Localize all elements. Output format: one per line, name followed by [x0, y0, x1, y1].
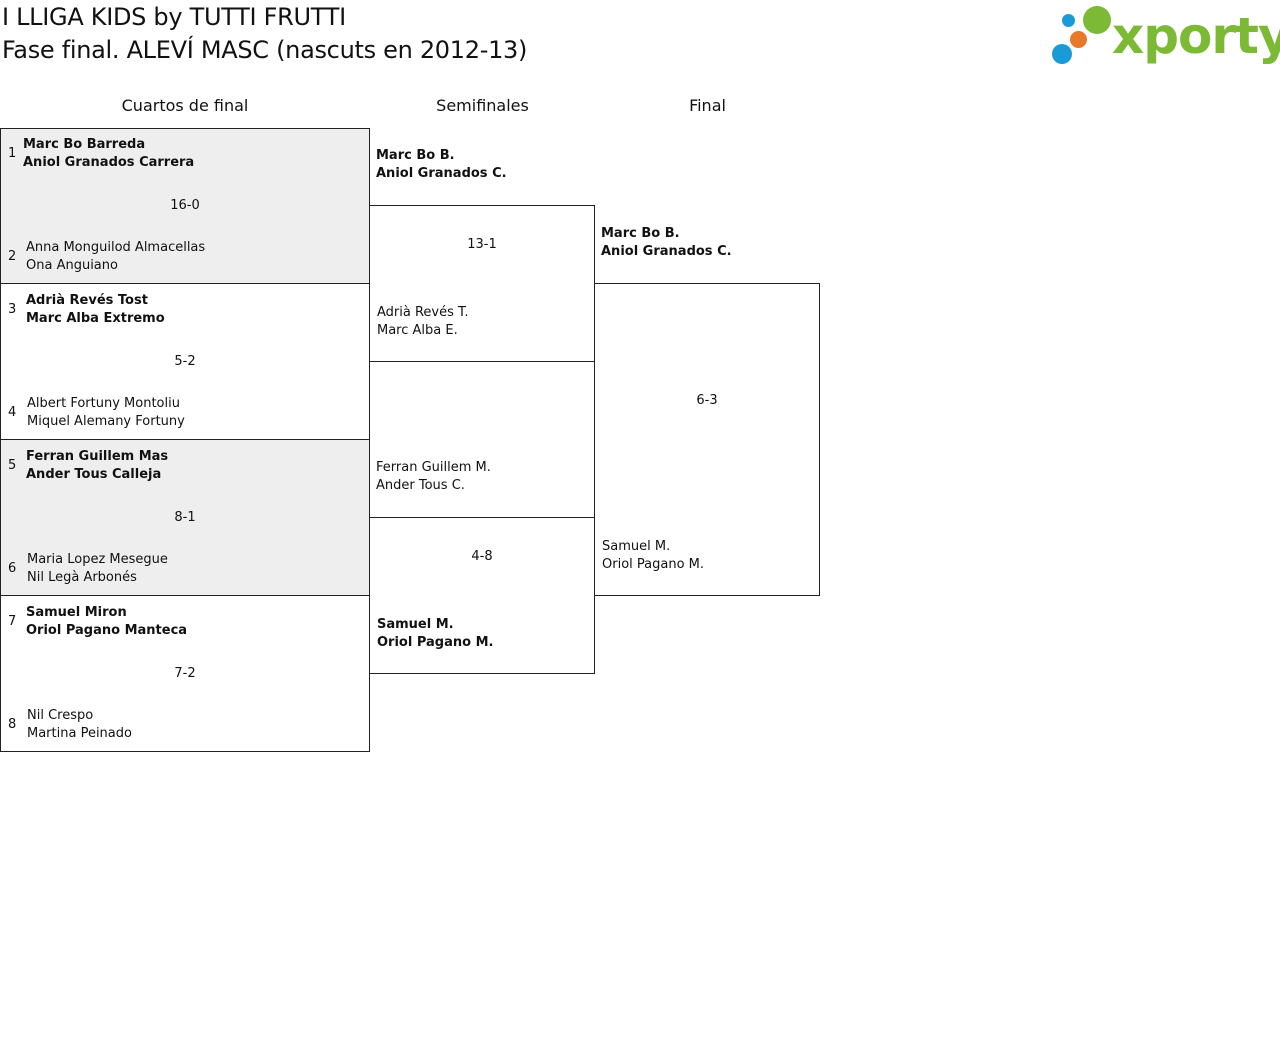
team-name: Adrià Revés T.	[377, 305, 469, 320]
team-name: Oriol Pagano M.	[602, 557, 705, 572]
team-name: Ferran Guillem M.	[376, 460, 491, 475]
semifinal-match-2: 4-8 Samuel M. Oriol Pagano M.	[369, 517, 595, 674]
match-score: 16-0	[170, 198, 200, 213]
team-name: Marc Alba Extremo	[26, 311, 165, 326]
team-name: Aniol Granados C.	[601, 244, 732, 259]
seed-number: 4	[8, 405, 17, 420]
team-name: Martina Peinado	[27, 726, 132, 741]
semifinal-match-1: 13-1 Adrià Revés T. Marc Alba E.	[369, 205, 595, 362]
team-name: Aniol Granados Carrera	[23, 155, 195, 170]
team-name: Marc Bo B.	[376, 148, 455, 163]
quarterfinal-match-3: 5 Ferran Guillem Mas Ander Tous Calleja …	[0, 439, 370, 596]
quarterfinal-match-4: 7 Samuel Miron Oriol Pagano Manteca 7-2 …	[0, 595, 370, 752]
page-title: I LLIGA KIDS by TUTTI FRUTTI	[2, 3, 346, 31]
round-heading-final: Final	[689, 96, 726, 115]
final-match: 6-3 Samuel M. Oriol Pagano M.	[594, 283, 820, 596]
team-name: Marc Alba E.	[377, 323, 458, 338]
seed-number: 1	[8, 146, 17, 161]
round-heading-semifinals: Semifinales	[436, 96, 529, 115]
seed-number: 2	[8, 249, 17, 264]
team-name: Ferran Guillem Mas	[26, 449, 169, 464]
match-score: 6-3	[696, 393, 718, 408]
seed-number: 7	[8, 614, 17, 629]
logo-text: xporty	[1112, 7, 1280, 65]
seed-number: 6	[8, 561, 17, 576]
team-name: Miquel Alemany Fortuny	[27, 414, 185, 429]
seed-number: 5	[8, 458, 17, 473]
quarterfinal-match-1: 1 Marc Bo Barreda Aniol Granados Carrera…	[0, 128, 370, 284]
xporty-logo: xporty	[1050, 4, 1280, 68]
logo-dot-orange-icon	[1070, 31, 1087, 48]
logo-dot-blue-large-icon	[1052, 44, 1072, 64]
team-name: Aniol Granados C.	[376, 166, 507, 181]
team-name: Marc Bo Barreda	[23, 137, 146, 152]
team-name: Albert Fortuny Montoliu	[27, 396, 180, 411]
team-name: Samuel Miron	[26, 605, 127, 620]
team-name: Marc Bo B.	[601, 226, 680, 241]
round-heading-quarterfinals: Cuartos de final	[121, 96, 249, 115]
team-name: Nil Crespo	[27, 708, 94, 723]
team-name: Anna Monguilod Almacellas	[26, 240, 206, 255]
team-name: Oriol Pagano M.	[377, 635, 494, 650]
match-score: 5-2	[174, 354, 196, 369]
logo-dot-green-icon	[1083, 6, 1111, 34]
team-name: Oriol Pagano Manteca	[26, 623, 188, 638]
match-score: 13-1	[467, 237, 497, 252]
seed-number: 3	[8, 302, 17, 317]
team-name: Ona Anguiano	[26, 258, 118, 273]
match-score: 8-1	[174, 510, 196, 525]
page-subtitle: Fase final. ALEVÍ MASC (nascuts en 2012-…	[2, 36, 528, 64]
match-score: 4-8	[471, 549, 493, 564]
team-name: Maria Lopez Mesegue	[27, 552, 168, 567]
team-name: Samuel M.	[602, 539, 671, 554]
team-name: Ander Tous C.	[376, 478, 465, 493]
seed-number: 8	[8, 717, 17, 732]
team-name: Samuel M.	[377, 617, 454, 632]
quarterfinal-match-2: 3 Adrià Revés Tost Marc Alba Extremo 5-2…	[0, 283, 370, 440]
logo-dot-blue-small-icon	[1062, 14, 1075, 27]
team-name: Ander Tous Calleja	[26, 467, 162, 482]
team-name: Nil Legà Arbonés	[27, 570, 137, 585]
team-name: Adrià Revés Tost	[26, 293, 148, 308]
match-score: 7-2	[174, 666, 196, 681]
